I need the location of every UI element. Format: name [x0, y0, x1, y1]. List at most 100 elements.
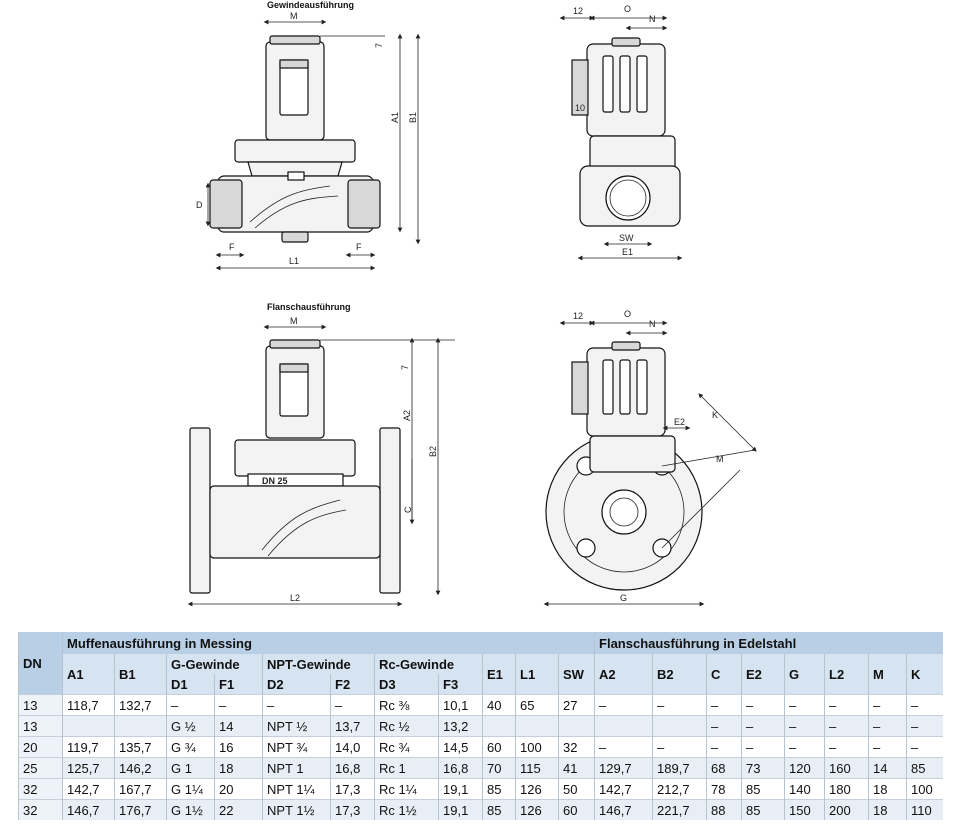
table-cell: –: [868, 694, 907, 716]
table-cell: 32: [18, 778, 63, 800]
table-cell: 65: [515, 694, 559, 716]
table-cell: 100: [515, 736, 559, 758]
table-cell: 125,7: [62, 757, 115, 779]
table-cell: [482, 715, 516, 737]
table-cell: Rc ½: [374, 715, 439, 737]
table-cell: 85: [482, 799, 516, 820]
table-cell: 142,7: [62, 778, 115, 800]
table-cell: 18: [868, 778, 907, 800]
table-cell: NPT 1½: [262, 799, 331, 820]
svg-text:F: F: [356, 242, 362, 252]
table-cell: –: [741, 694, 785, 716]
table-cell: 18: [214, 757, 263, 779]
svg-text:M: M: [290, 316, 298, 326]
dn-label: DN 25: [262, 476, 288, 486]
table-cell: –: [906, 694, 943, 716]
table-cell: –: [706, 694, 742, 716]
threaded-front-view: Gewindeausführung M 7 A1 B1 D F F L1: [196, 0, 421, 271]
table-cell: 132,7: [114, 694, 167, 716]
table-cell: 41: [557, 757, 595, 779]
svg-text:O: O: [624, 4, 631, 14]
table-cell: 14,5: [438, 736, 483, 758]
table-cell: Rc 1: [374, 757, 439, 779]
flange-left: [189, 427, 211, 594]
svg-text:SW: SW: [619, 233, 634, 243]
table-cell: –: [262, 694, 331, 716]
table-cell: 160: [824, 757, 869, 779]
svg-text:E2: E2: [674, 417, 685, 427]
flanged-side-view: 12 O N E2 K M G: [543, 309, 757, 607]
technical-drawings: Gewindeausführung M 7 A1 B1 D F F L1: [187, 0, 757, 607]
table-cell: Rc ⅜: [374, 694, 439, 716]
table-cell: G 1½: [166, 799, 215, 820]
table-cell: 40: [482, 694, 516, 716]
table-cell: 10,1: [438, 694, 483, 716]
table-cell: NPT ½: [262, 715, 331, 737]
table-cell: 14: [868, 757, 907, 779]
svg-text:B2: B2: [428, 446, 438, 457]
table-cell: 176,7: [114, 799, 167, 820]
header-dn: DN: [18, 632, 63, 695]
table-cell: 19,1: [438, 778, 483, 800]
table-cell: 119,7: [62, 736, 115, 758]
table-cell: 68: [706, 757, 742, 779]
table-cell: 13,2: [438, 715, 483, 737]
svg-text:K: K: [712, 410, 718, 420]
table-cell: 88: [706, 799, 742, 820]
table-cell: –: [741, 715, 785, 737]
table-cell: 25: [18, 757, 63, 779]
table-cell: G ¾: [166, 736, 215, 758]
table-cell: [515, 715, 559, 737]
table-cell: 60: [557, 799, 595, 820]
table-cell: [652, 715, 707, 737]
table-cell: 180: [824, 778, 869, 800]
table-cell: 27: [557, 694, 595, 716]
table-cell: 85: [741, 778, 785, 800]
svg-text:C: C: [403, 506, 413, 513]
table-cell: [62, 715, 115, 737]
table-cell: 85: [906, 757, 943, 779]
dim-l1: L1: [289, 256, 299, 266]
dim-b1: B1: [408, 112, 418, 123]
table-cell: 20: [214, 778, 263, 800]
table-cell: –: [706, 715, 742, 737]
table-cell: 16: [214, 736, 263, 758]
table-cell: –: [594, 694, 653, 716]
table-cell: 189,7: [652, 757, 707, 779]
svg-text:O: O: [624, 309, 631, 319]
table-cell: 142,7: [594, 778, 653, 800]
dim-a1: A1: [390, 112, 400, 123]
table-cell: –: [906, 736, 943, 758]
svg-text:F: F: [229, 242, 235, 252]
table-cell: –: [214, 694, 263, 716]
threaded-title: Gewindeausführung: [267, 0, 354, 10]
svg-text:12: 12: [573, 311, 583, 321]
table-cell: 50: [557, 778, 595, 800]
svg-text:A2: A2: [402, 410, 412, 421]
table-cell: G 1¼: [166, 778, 215, 800]
flange-right: [379, 427, 401, 594]
table-cell: –: [784, 694, 825, 716]
header-brass: Muffenausführung in Messing: [61, 632, 595, 654]
table-cell: –: [824, 694, 869, 716]
table-cell: 167,7: [114, 778, 167, 800]
dim-m: M: [290, 11, 298, 21]
table-cell: 135,7: [114, 736, 167, 758]
table-cell: 19,1: [438, 799, 483, 820]
table-cell: 85: [482, 778, 516, 800]
table-cell: Rc 1½: [374, 799, 439, 820]
table-cell: 146,7: [594, 799, 653, 820]
table-cell: –: [784, 715, 825, 737]
table-cell: 22: [214, 799, 263, 820]
threaded-side-view: 12 O N 10 SW E1: [559, 4, 683, 261]
svg-text:10: 10: [575, 103, 585, 113]
svg-text:12: 12: [573, 6, 583, 16]
table-cell: 221,7: [652, 799, 707, 820]
table-cell: 32: [557, 736, 595, 758]
table-cell: 126: [515, 799, 559, 820]
